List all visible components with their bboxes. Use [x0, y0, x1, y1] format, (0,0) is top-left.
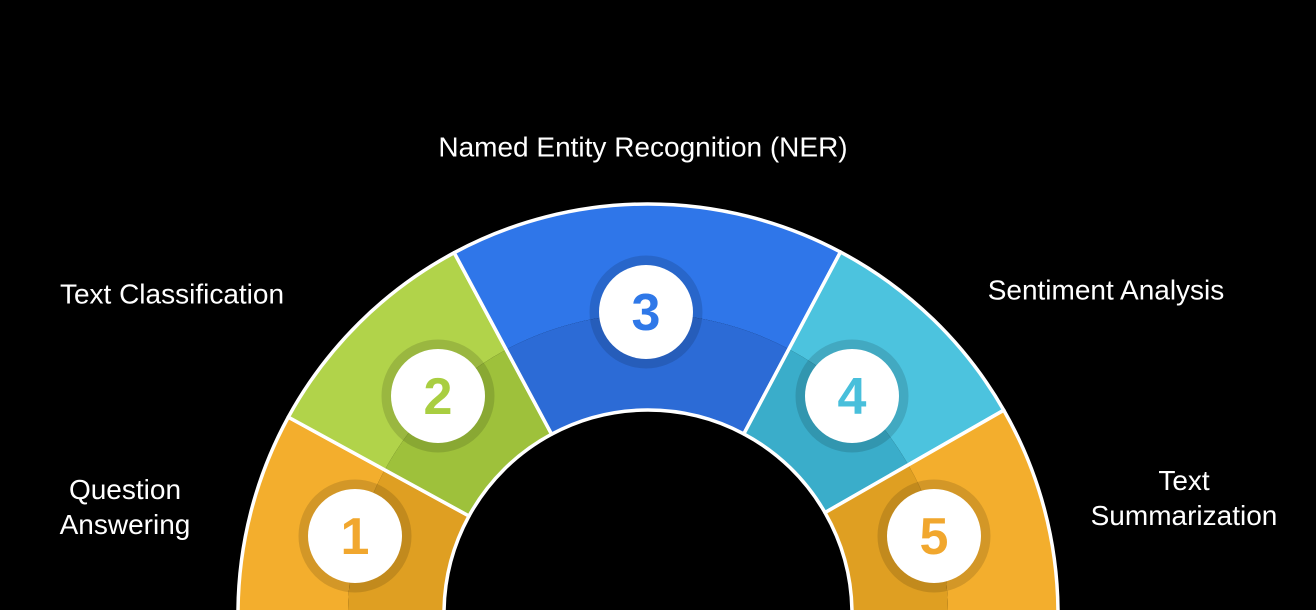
segment-5-outline — [823, 408, 1060, 610]
segment-4-outer-band — [788, 252, 1004, 465]
segment-1-circle-ring — [298, 479, 412, 593]
segment-1: 1 — [236, 415, 471, 610]
segment-2-inner-band — [384, 349, 552, 516]
segment-3: 3 — [452, 202, 843, 436]
label-named-entity-recognition: Named Entity Recognition (NER) — [438, 131, 848, 163]
segment-4: 4 — [742, 250, 1006, 515]
segment-3-inner-band — [506, 313, 789, 435]
segment-1-number: 1 — [341, 508, 370, 566]
segment-3-step-circle — [599, 265, 693, 359]
segment-5-number: 5 — [920, 508, 949, 566]
segment-5-step-circle — [887, 489, 981, 583]
segment-5: 5 — [823, 408, 1060, 610]
segment-2-circle-ring — [381, 339, 495, 453]
segment-2: 2 — [286, 250, 554, 518]
label-sentiment-analysis: Sentiment Analysis — [987, 274, 1225, 306]
segment-3-number: 3 — [632, 284, 661, 342]
label-text-classification: Text Classification — [59, 278, 285, 310]
segment-3-outline — [452, 202, 843, 436]
segment-4-step-circle — [805, 349, 899, 443]
label-text-summarization: Text Summarization — [1090, 465, 1278, 531]
segment-4-number: 4 — [838, 368, 867, 426]
segment-2-number: 2 — [424, 368, 453, 426]
segment-5-circle-ring — [877, 479, 991, 593]
segment-1-step-circle — [308, 489, 402, 583]
segment-2-outer-band — [288, 252, 507, 470]
segment-3-circle-ring — [589, 255, 703, 369]
label-question-answering: Question Answering — [59, 474, 191, 540]
segment-4-circle-ring — [795, 339, 909, 453]
segment-2-step-circle — [391, 349, 485, 443]
segment-2-outline — [286, 250, 554, 518]
